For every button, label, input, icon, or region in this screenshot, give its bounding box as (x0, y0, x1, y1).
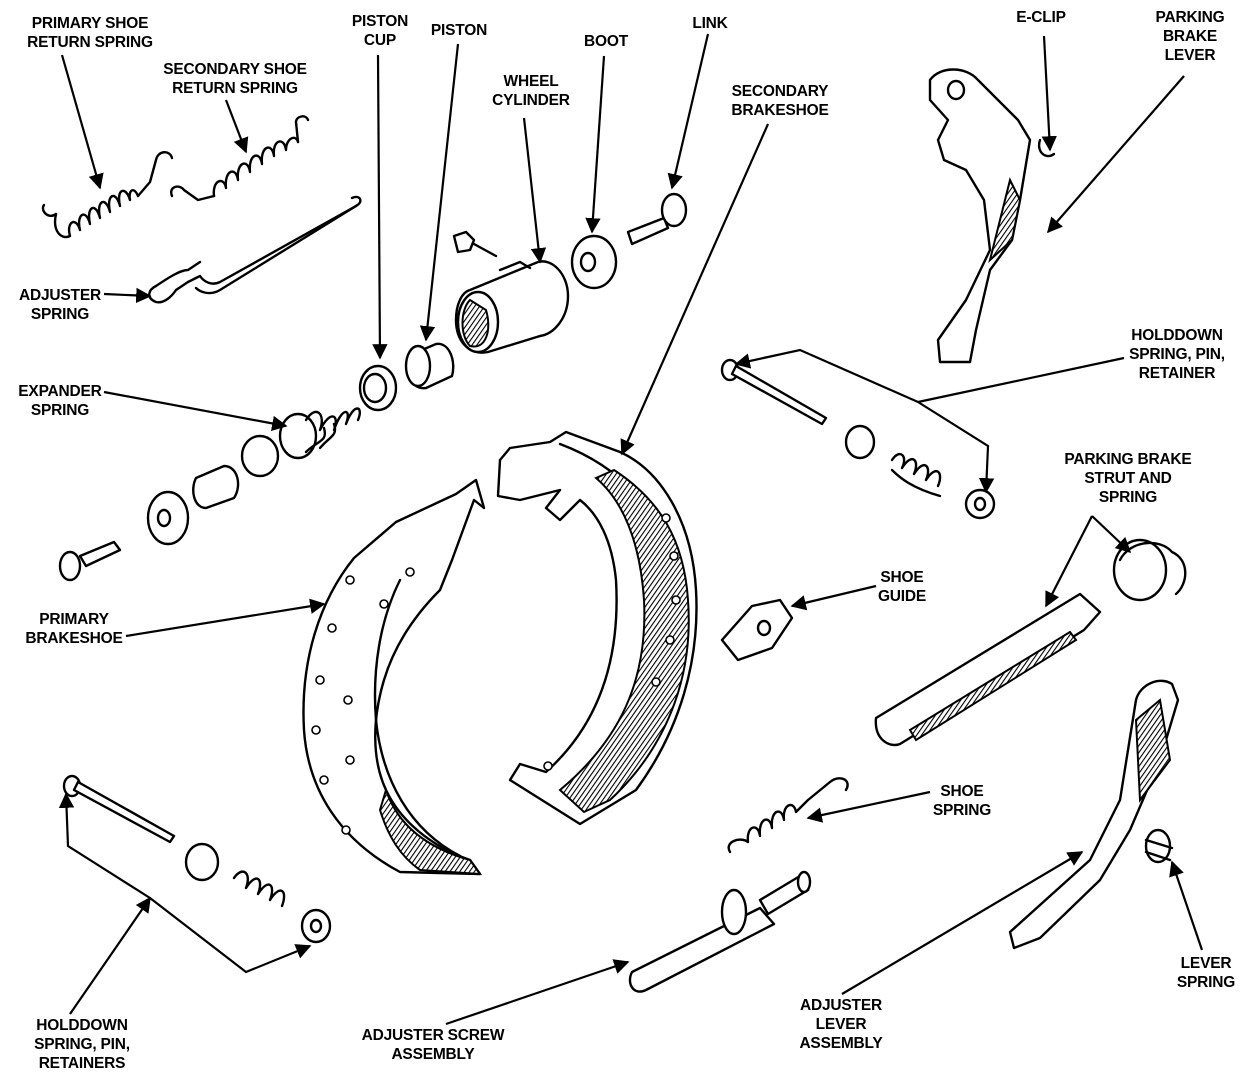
label-lever-spring: LEVER SPRING (1176, 955, 1236, 991)
label-adjuster-screw-assembly: ADJUSTER SCREW ASSEMBLY (361, 1027, 505, 1063)
label-adjuster-spring: ADJUSTER SPRING (19, 287, 101, 323)
label-expander-spring: EXPANDER SPRING (18, 383, 102, 419)
label-holddown-spring-pin-retainers: HOLDDOWN SPRING, PIN, RETAINERS (34, 1017, 130, 1072)
adjuster-spring-part (148, 195, 362, 304)
label-primary-shoe-return-spring: PRIMARY SHOE RETURN SPRING (27, 15, 153, 51)
label-secondary-shoe-return-spring: SECONDARY SHOE RETURN SPRING (163, 61, 307, 97)
adjuster-screw-assembly-part (628, 870, 812, 993)
primary-brakeshoe-part (302, 478, 486, 876)
secondary-brakeshoe-part (496, 430, 698, 826)
shoe-spring-part (727, 777, 849, 854)
adjuster-lever-assembly-part (1008, 679, 1180, 950)
secondary-shoe-return-spring-part (170, 115, 310, 202)
parking-brake-strut-and-spring-part (874, 538, 1187, 747)
leader-lines (58, 33, 1204, 1026)
label-secondary-brakeshoe: SECONDARY BRAKESHOE (731, 83, 829, 119)
primary-shoe-return-spring-part (41, 151, 174, 239)
label-shoe-guide: SHOE GUIDE (877, 569, 927, 605)
label-shoe-spring: SHOE SPRING (932, 783, 992, 819)
wheel-cylinder-parts (58, 192, 688, 582)
parking-brake-lever-part (928, 68, 1056, 364)
label-parking-brake-lever: PARKING BRAKE LEVER (1155, 9, 1225, 64)
label-piston: PISTON (430, 22, 488, 39)
label-holddown-spring-pin-retainer: HOLDDOWN SPRING, PIN, RETAINER (1129, 327, 1225, 382)
label-adjuster-lever-assembly: ADJUSTER LEVER ASSEMBLY (799, 997, 883, 1052)
label-piston-cup: PISTON CUP (351, 13, 409, 49)
holddown-spring-pin-retainer-part (720, 358, 996, 520)
holddown-spring-pin-retainers-part (62, 774, 332, 944)
label-boot: BOOT (584, 33, 628, 50)
shoe-guide-part (720, 598, 794, 662)
label-parking-brake-strut-and-spring: PARKING BRAKE STRUT AND SPRING (1064, 451, 1192, 506)
label-link: LINK (692, 15, 728, 32)
label-wheel-cylinder: WHEEL CYLINDER (492, 73, 570, 109)
label-e-clip: E-CLIP (1016, 9, 1066, 26)
label-primary-brakeshoe: PRIMARY BRAKESHOE (25, 611, 123, 647)
